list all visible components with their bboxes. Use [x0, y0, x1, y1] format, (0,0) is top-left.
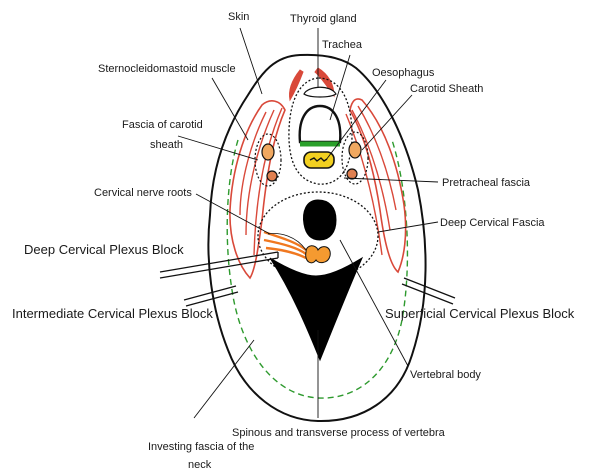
vertebral-body	[304, 200, 336, 240]
spinous-transverse-process	[270, 258, 362, 360]
label-intermediate-plexus-block: Intermediate Cervical Plexus Block	[12, 306, 213, 321]
label-investing-fascia-2: neck	[188, 459, 212, 471]
sternocleidomastoid-right	[315, 68, 406, 272]
label-oesophagus: Oesophagus	[372, 67, 435, 79]
label-investing-fascia-1: Investing fascia of the	[148, 441, 254, 453]
leader-investing	[194, 340, 254, 418]
label-skin: Skin	[228, 11, 249, 23]
label-pretracheal-fascia: Pretracheal fascia	[442, 177, 531, 189]
superficial-block-needle	[402, 278, 455, 304]
label-fascia-carotid-1: Fascia of carotid	[122, 119, 203, 131]
leader-sternocleidomastoid	[212, 78, 248, 140]
trachea	[300, 106, 341, 144]
nerve-ganglion	[306, 246, 331, 263]
label-trachea: Trachea	[322, 39, 363, 51]
carotid-artery-left	[262, 144, 274, 160]
label-fascia-carotid-2: sheath	[150, 139, 183, 151]
label-cervical-nerve-roots: Cervical nerve roots	[94, 187, 192, 199]
cervical-nerve-roots	[264, 232, 306, 258]
label-spinous-transverse: Spinous and transverse process of verteb…	[232, 427, 446, 439]
carotid-artery-right	[349, 142, 361, 158]
jugular-vein-left	[267, 171, 277, 181]
label-thyroid-gland: Thyroid gland	[290, 13, 357, 25]
label-deep-plexus-block: Deep Cervical Plexus Block	[24, 242, 184, 257]
label-vertebral-body: Vertebral body	[410, 369, 481, 381]
leader-skin	[240, 28, 262, 94]
label-deep-cervical-fascia: Deep Cervical Fascia	[440, 217, 545, 229]
label-sternocleidomastoid: Sternocleidomastoid muscle	[98, 63, 236, 75]
oesophagus	[304, 152, 334, 168]
jugular-vein-right	[347, 169, 357, 179]
label-carotid-sheath: Carotid Sheath	[410, 83, 483, 95]
label-superficial-plexus-block: Superficial Cervical Plexus Block	[385, 306, 575, 321]
